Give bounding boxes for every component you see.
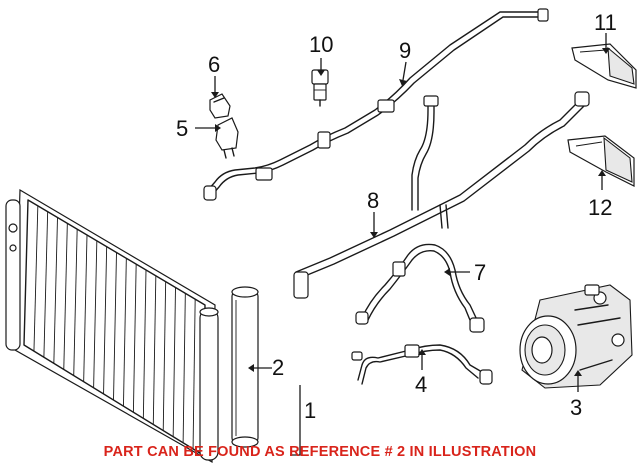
condenser-fin xyxy=(152,275,157,425)
condenser-fin xyxy=(192,299,196,449)
compressor-part[interactable] xyxy=(519,284,633,389)
condenser-fin xyxy=(162,281,167,431)
callout-12[interactable]: 12 xyxy=(588,195,612,220)
condenser-fin xyxy=(113,252,117,401)
condenser-fin xyxy=(43,211,49,358)
hose-7-part[interactable] xyxy=(355,243,485,333)
condenser-fin xyxy=(132,264,137,413)
sensor-10-part[interactable] xyxy=(311,69,329,107)
condenser-fin xyxy=(103,246,108,394)
callout-11[interactable]: 11 xyxy=(594,10,617,35)
condenser-fin xyxy=(122,258,127,407)
arrow-5 xyxy=(215,124,221,132)
arrow-9 xyxy=(399,79,407,86)
callout-5[interactable]: 5 xyxy=(176,116,188,141)
condenser-fin xyxy=(73,229,78,376)
condenser-fin xyxy=(33,205,39,352)
reference-caption: PART CAN BE FOUND AS REFERENCE # 2 IN IL… xyxy=(104,444,537,460)
condenser-fin xyxy=(142,269,147,419)
arrow-11 xyxy=(602,48,610,54)
condenser-fin xyxy=(172,287,176,437)
condenser-part[interactable] xyxy=(5,188,219,464)
arrow-2 xyxy=(248,364,254,372)
callout-7[interactable]: 7 xyxy=(474,260,486,285)
bracket-12-part[interactable] xyxy=(567,135,635,187)
callout-labels: 1 2 3 4 5 6 7 8 9 10 11 12 xyxy=(176,10,617,423)
arrow-6 xyxy=(211,92,219,98)
callout-10[interactable]: 10 xyxy=(309,32,333,57)
condenser-fin xyxy=(53,217,58,364)
callout-8[interactable]: 8 xyxy=(367,188,379,213)
callout-2[interactable]: 2 xyxy=(272,355,284,380)
leader-lines xyxy=(195,33,610,456)
callout-3[interactable]: 3 xyxy=(570,395,582,420)
cap-6-part[interactable] xyxy=(209,93,231,119)
condenser-fin xyxy=(63,223,68,370)
condenser-fin xyxy=(182,293,186,443)
line-8-part[interactable] xyxy=(293,91,590,299)
line-9-part[interactable] xyxy=(203,8,549,201)
callout-1[interactable]: 1 xyxy=(304,398,316,423)
arrow-3 xyxy=(574,370,582,376)
arrow-10 xyxy=(317,70,325,76)
condenser-fin xyxy=(83,234,88,382)
condenser-fin xyxy=(93,240,98,388)
leader-9 xyxy=(402,61,407,81)
pressure-switch-5-part[interactable] xyxy=(215,117,239,159)
callout-9[interactable]: 9 xyxy=(399,38,411,63)
callout-6[interactable]: 6 xyxy=(208,52,220,77)
arrow-12 xyxy=(598,170,606,176)
callout-4[interactable]: 4 xyxy=(415,372,427,397)
arrow-8 xyxy=(370,232,378,238)
leader-1 xyxy=(290,385,301,456)
bracket-11-part[interactable] xyxy=(571,43,637,89)
receiver-drier-part[interactable] xyxy=(231,286,259,448)
arrow-4 xyxy=(418,349,426,355)
arrow-7 xyxy=(444,268,450,276)
